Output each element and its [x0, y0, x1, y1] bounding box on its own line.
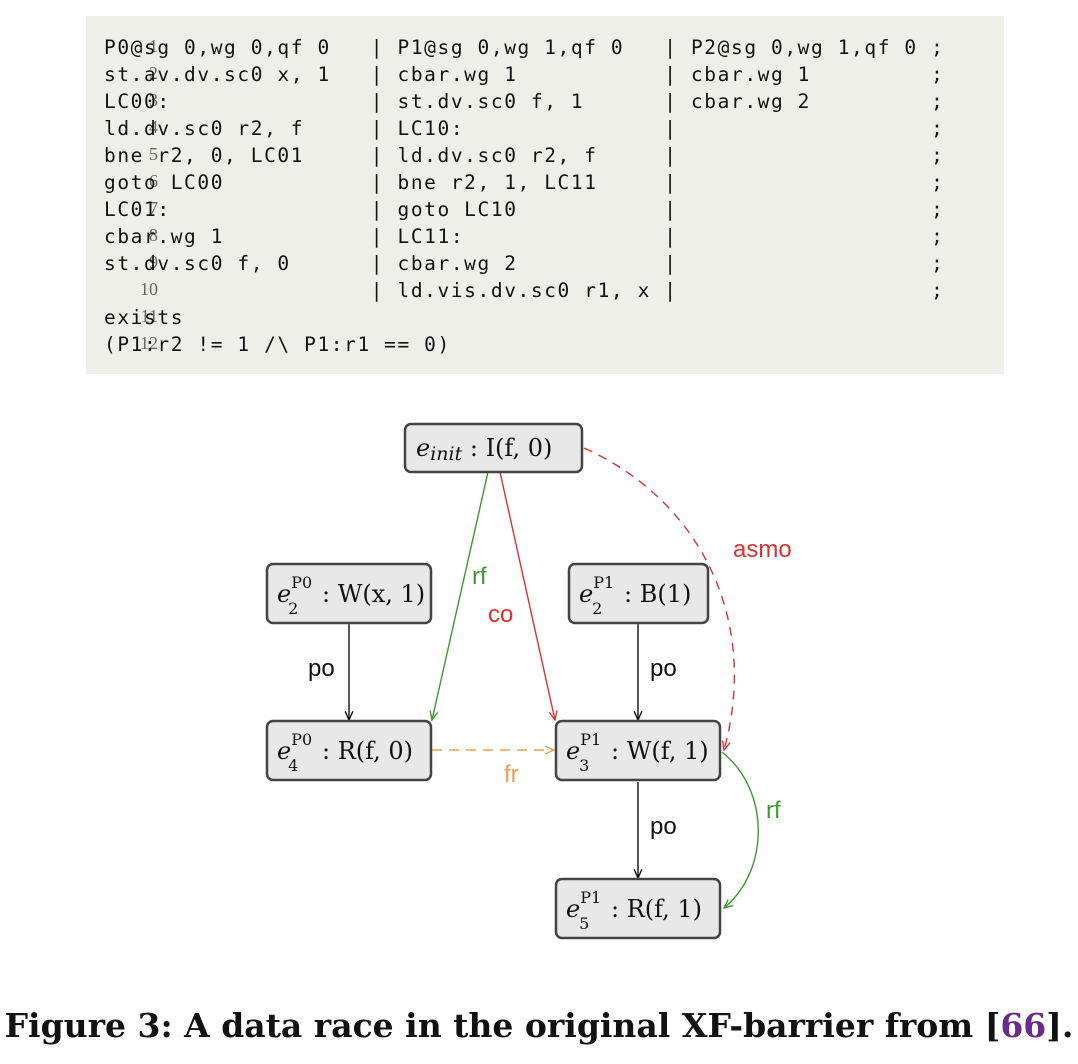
code-text: goto LC00 | bne r2, 1, LC11 | ; — [104, 171, 945, 194]
asmo-edge-init-to-e3 — [583, 447, 736, 750]
code-text: st.av.dv.sc0 x, 1 | cbar.wg 1 | cbar.wg … — [104, 63, 945, 86]
code-text: | ld.vis.dv.sc0 r1, x | ; — [104, 279, 945, 302]
code-line: 10 | ld.vis.dv.sc0 r1, x | ; — [86, 277, 1004, 304]
execution-graph: rf co asmo po po fr po rf einit : I(f, 0… — [0, 400, 1078, 960]
code-text: ld.dv.sc0 r2, f | LC10: | ; — [104, 117, 945, 140]
line-number: 8 — [149, 225, 158, 245]
figure-caption: Figure 3: A data race in the original XF… — [0, 1006, 1078, 1045]
po-label-2: po — [650, 655, 677, 682]
co-label: co — [488, 601, 513, 628]
co-edge-init-to-e3 — [499, 471, 555, 720]
line-number: 9 — [149, 252, 158, 272]
citation-link[interactable]: 66 — [1000, 1006, 1047, 1045]
code-text: st.dv.sc0 f, 0 | cbar.wg 2 | ; — [104, 252, 945, 275]
rf-edge-init-to-e4 — [432, 471, 489, 720]
caption-text: Figure 3: A data race in the original XF… — [4, 1006, 1001, 1045]
line-number: 6 — [149, 171, 158, 191]
code-text: P0@sg 0,wg 0,qf 0 | P1@sg 0,wg 1,qf 0 | … — [104, 36, 945, 59]
node-init: einit : I(f, 0) — [403, 422, 584, 474]
code-text: bne r2, 0, LC01 | ld.dv.sc0 r2, f | ; — [104, 144, 945, 167]
fr-label: fr — [504, 761, 519, 788]
code-text: LC00: | st.dv.sc0 f, 1 | cbar.wg 2 ; — [104, 90, 945, 113]
line-number: 7 — [149, 198, 158, 218]
line-number: 11 — [140, 306, 158, 326]
line-number: 1 — [149, 36, 158, 56]
code-line: 12(P1:r2 != 1 /\ P1:r1 == 0) — [86, 331, 1004, 358]
line-number: 10 — [140, 279, 158, 299]
line-number: 3 — [149, 90, 158, 110]
caption-end: ]. — [1046, 1006, 1074, 1045]
line-number: 12 — [140, 333, 158, 353]
rf-edge-e3-to-e5 — [721, 751, 759, 908]
asmo-label: asmo — [733, 536, 792, 563]
po-label-3: po — [650, 813, 677, 840]
code-text: LC01: | goto LC10 | ; — [104, 198, 945, 221]
code-text: cbar.wg 1 | LC11: | ; — [104, 225, 945, 248]
rf-label-1: rf — [472, 563, 487, 590]
line-number: 2 — [149, 63, 158, 83]
po-label-1: po — [308, 655, 335, 682]
line-number: 4 — [149, 117, 158, 137]
code-text: (P1:r2 != 1 /\ P1:r1 == 0) — [104, 333, 451, 356]
rf-label-2: rf — [766, 797, 781, 824]
svg-text:einit : I(f, 0): einit : I(f, 0) — [416, 434, 552, 465]
code-text: exists — [104, 306, 185, 329]
line-number: 5 — [149, 144, 158, 164]
